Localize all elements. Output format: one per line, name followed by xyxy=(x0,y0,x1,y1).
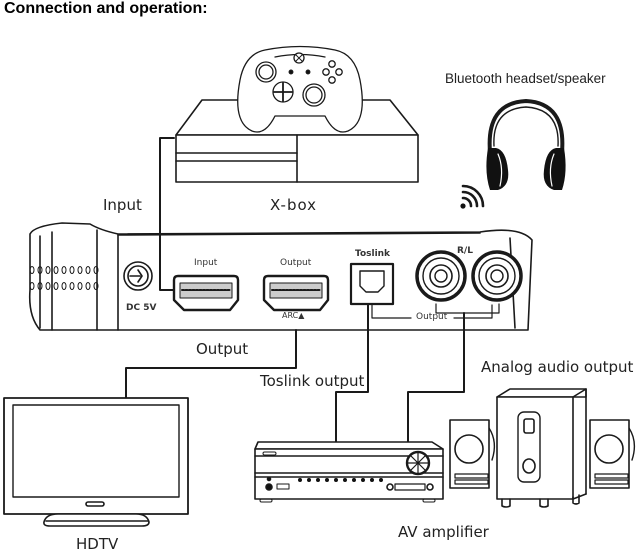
toslink-port xyxy=(349,262,395,306)
dc-5v-label: DC 5V xyxy=(126,303,157,313)
hdmi-output-port xyxy=(262,274,330,312)
xbox-label: X-box xyxy=(270,196,318,214)
vent-slots xyxy=(29,266,99,290)
rca-left-jack xyxy=(471,250,523,302)
audio-output-group-label: Output xyxy=(416,312,448,322)
headphones-icon xyxy=(486,99,566,190)
converter-box xyxy=(28,222,533,331)
cables xyxy=(125,137,465,443)
rl-label: R/L xyxy=(457,246,473,256)
analog-audio-output-label: Analog audio output xyxy=(481,358,634,376)
wireless-signal-icon xyxy=(460,184,485,209)
bluetooth-label: Bluetooth headset/speaker xyxy=(445,71,606,86)
toslink-output-label: Toslink output xyxy=(260,372,365,390)
hdmi-input-label: Input xyxy=(194,258,218,268)
av-amplifier-icon xyxy=(254,441,444,503)
cable-rca-to-amp xyxy=(407,312,465,443)
hdmi-output-label: Output xyxy=(280,258,312,268)
cable-toslink-to-amp xyxy=(335,303,369,443)
av-amplifier-label: AV amplifier xyxy=(398,523,489,541)
rca-right-jack xyxy=(415,250,467,302)
speaker-set-icon xyxy=(449,388,636,508)
arc-label: ARC▲ xyxy=(282,311,305,320)
cable-output-to-hdtv xyxy=(125,329,297,399)
page-title: Connection and operation: xyxy=(4,0,208,17)
toslink-port-label: Toslink xyxy=(355,249,391,259)
game-controller-icon xyxy=(237,45,363,133)
hdtv-icon xyxy=(3,397,189,527)
cable-xbox-to-input xyxy=(159,137,175,291)
output-connection-label: Output xyxy=(196,340,249,358)
hdtv-label: HDTV xyxy=(76,535,119,553)
hdmi-input-port xyxy=(172,274,240,312)
dc-jack-port xyxy=(123,261,153,291)
output-bracket xyxy=(371,303,500,319)
input-connection-label: Input xyxy=(103,196,142,214)
